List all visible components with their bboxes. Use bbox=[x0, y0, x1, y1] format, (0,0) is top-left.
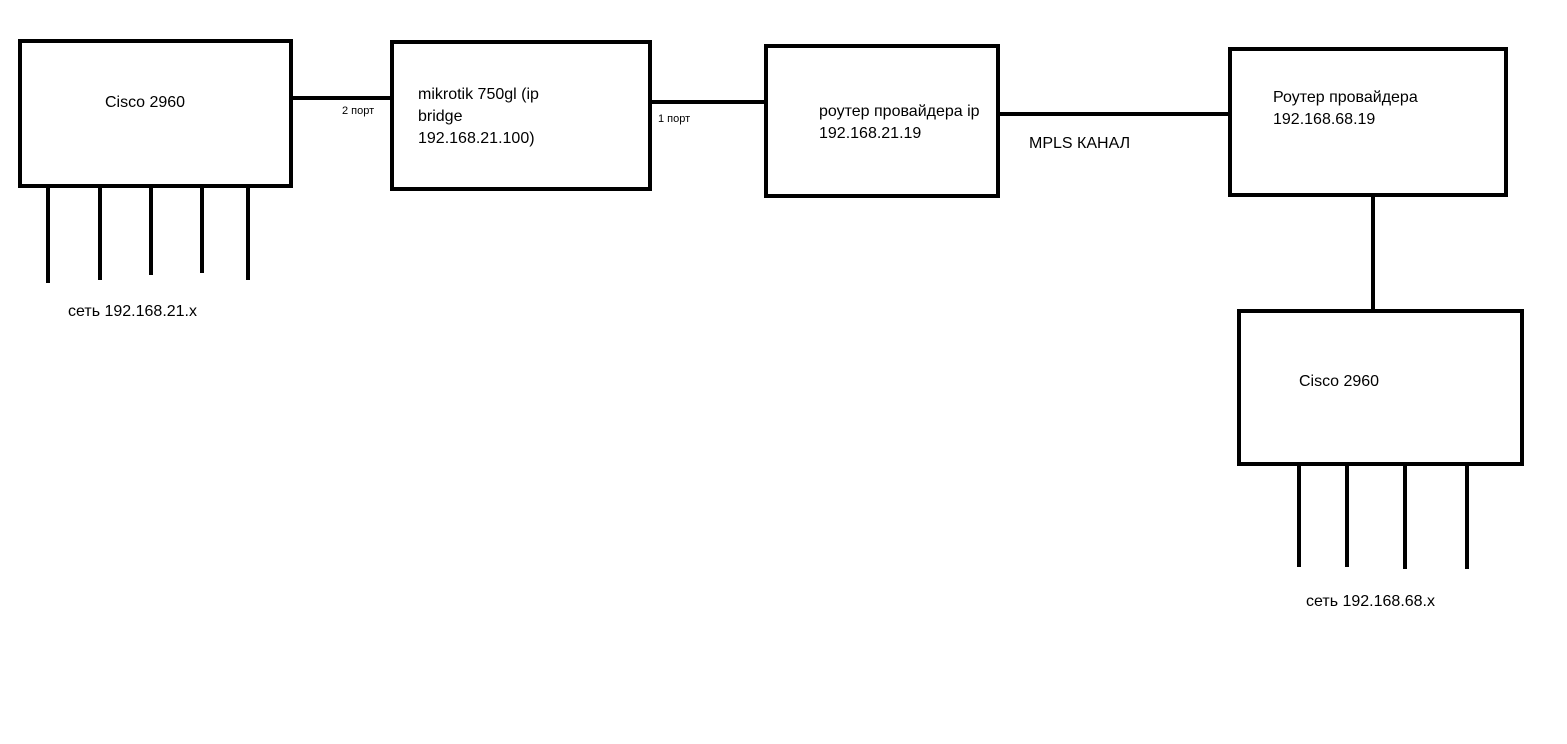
port-line bbox=[200, 188, 204, 273]
port-line bbox=[1465, 466, 1469, 569]
provider-router-left bbox=[764, 44, 1000, 198]
port-line bbox=[1345, 466, 1349, 567]
cisco-switch-right bbox=[1237, 309, 1524, 466]
port-line bbox=[1403, 466, 1407, 569]
mikrotik-label: mikrotik 750gl (ip bridge 192.168.21.100… bbox=[418, 86, 539, 147]
cisco-right-label: Cisco 2960 bbox=[1299, 373, 1380, 390]
link-mikrotik-router bbox=[652, 100, 764, 104]
port-line bbox=[149, 188, 153, 275]
link-mpls bbox=[1000, 112, 1228, 116]
mpls-label: MPLS КАНАЛ bbox=[1029, 135, 1131, 152]
port-line bbox=[46, 188, 50, 283]
port1-label: 1 порт bbox=[658, 113, 691, 125]
cisco-switch-left bbox=[18, 39, 293, 188]
mikrotik-device bbox=[390, 40, 652, 191]
cisco-left-label: Cisco 2960 bbox=[105, 94, 186, 111]
provider-router-left-label: роутер провайдера ip 192.168.21.19 bbox=[819, 103, 980, 142]
provider-router-right-label: Роутер провайдера 192.168.68.19 bbox=[1273, 89, 1418, 128]
port2-label: 2 порт bbox=[342, 105, 375, 117]
port-line bbox=[246, 188, 250, 280]
link-cisco-mikrotik bbox=[293, 96, 390, 100]
provider-router-right bbox=[1228, 47, 1508, 197]
network-left-label: сеть 192.168.21.x bbox=[68, 303, 197, 320]
port-line bbox=[98, 188, 102, 280]
port-line bbox=[1297, 466, 1301, 567]
network-right-label: сеть 192.168.68.x bbox=[1306, 593, 1435, 610]
link-router-cisco-right bbox=[1371, 197, 1375, 309]
